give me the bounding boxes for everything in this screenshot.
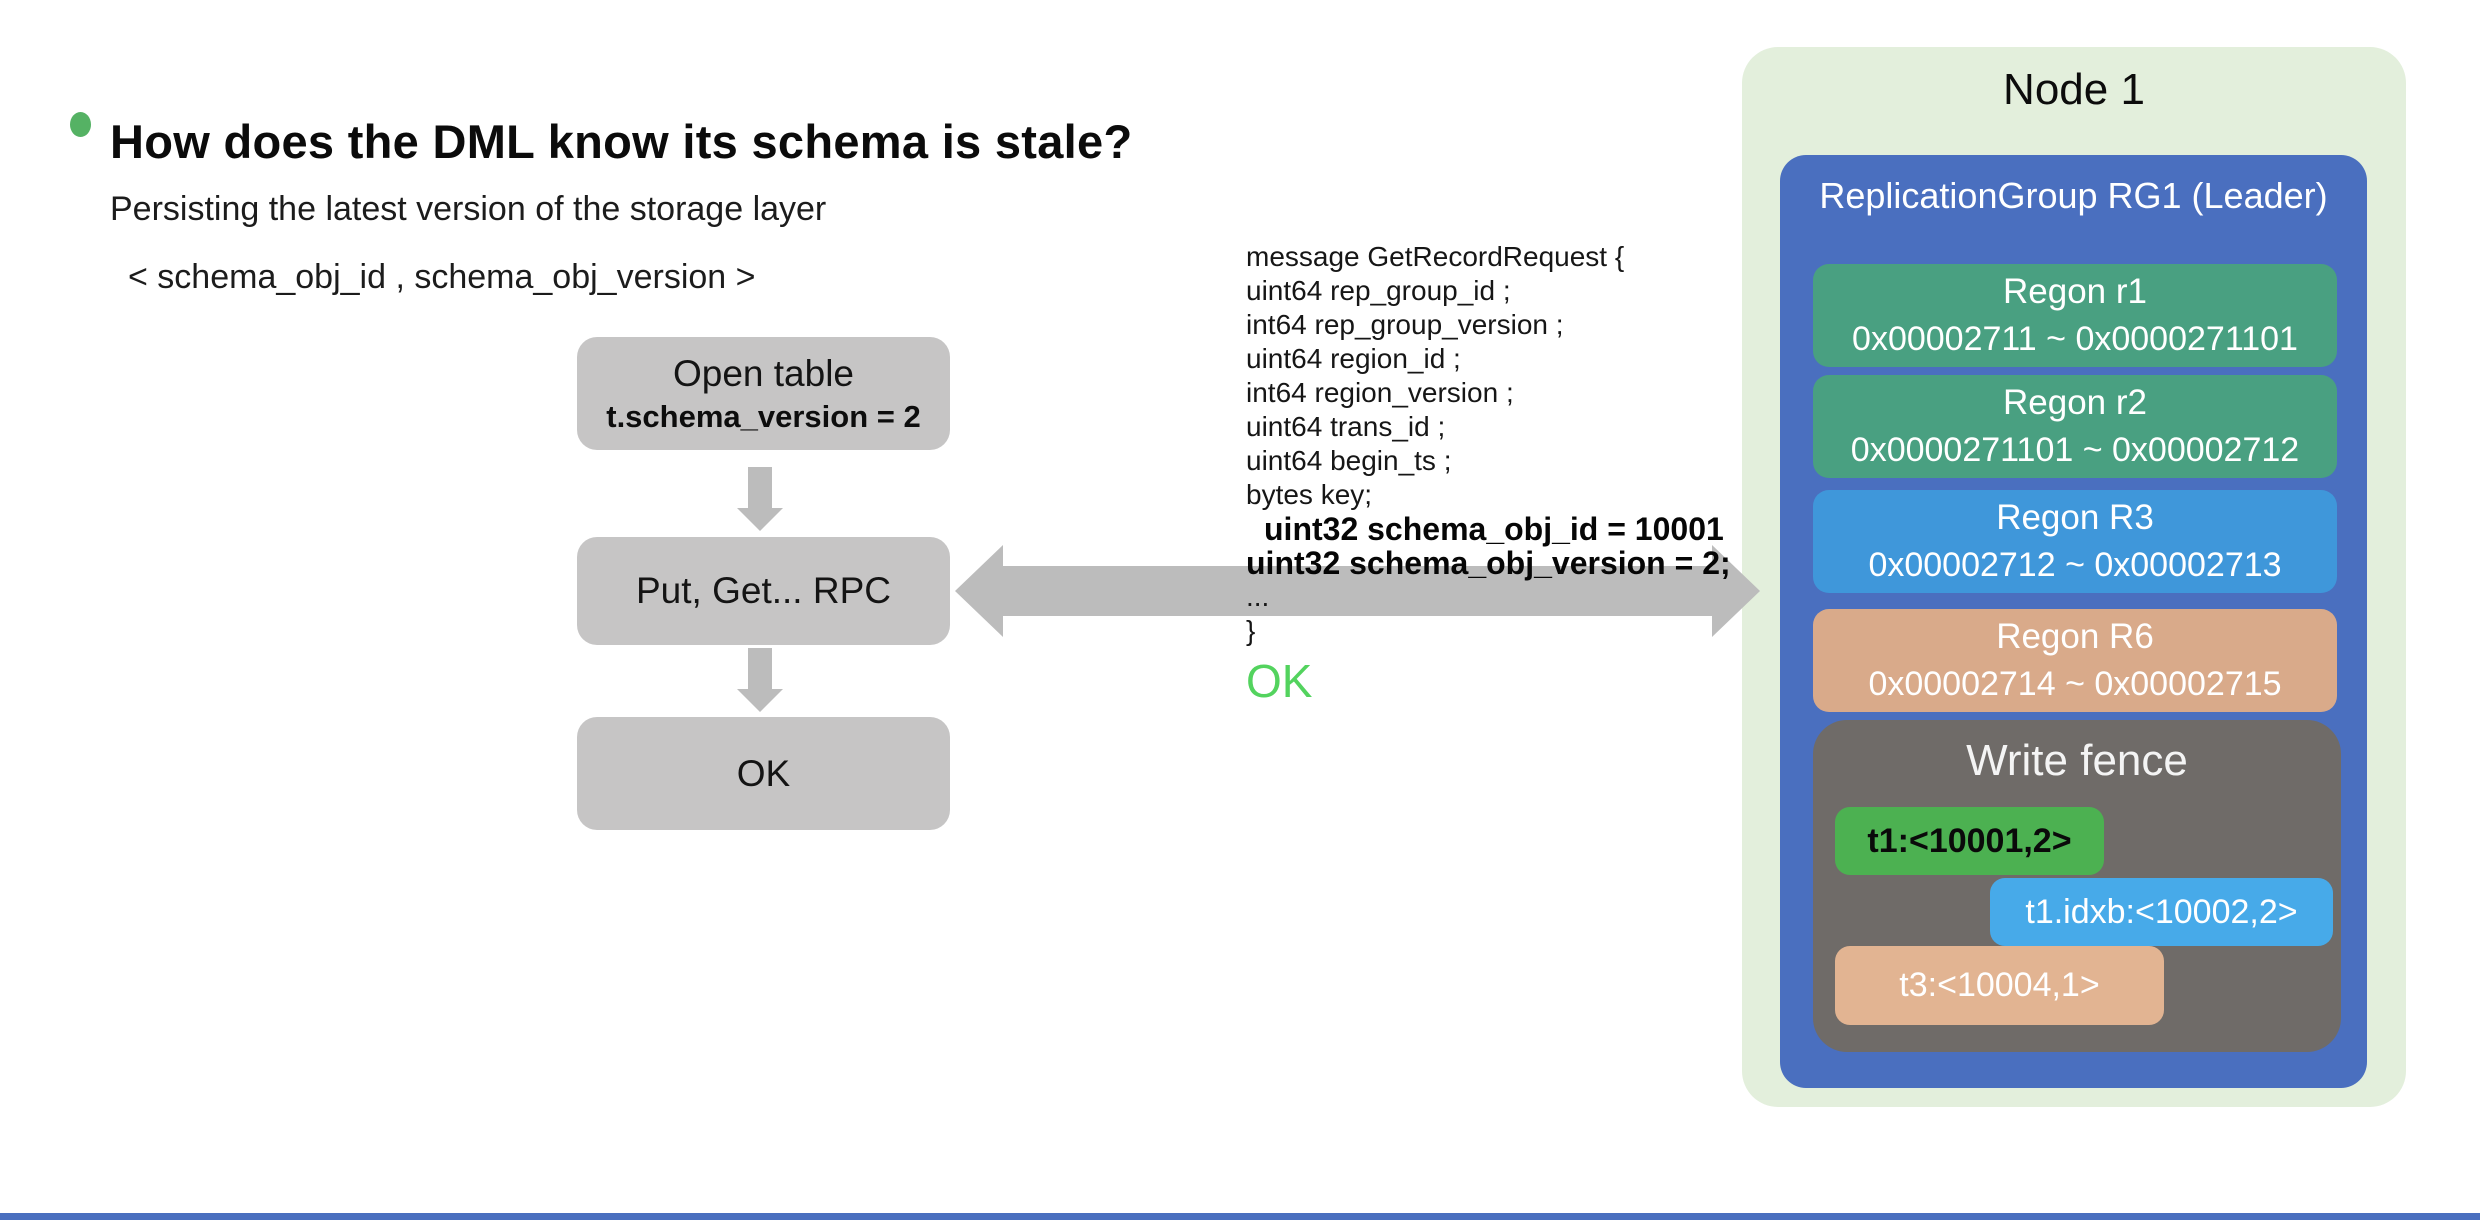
region-name: Regon R6 [1996, 617, 2154, 656]
code-line: uint64 region_id ; [1246, 343, 1461, 374]
region-range: 0x00002714 ~ 0x00002715 [1868, 665, 2282, 703]
double-arrow-icon [955, 545, 1760, 637]
page-title: How does the DML know its schema is stal… [110, 115, 1133, 168]
region-name: Regon r1 [2003, 272, 2147, 311]
code-line: } [1246, 615, 1256, 646]
bullet-icon [70, 112, 91, 137]
region-r6-box: Regon R6 0x00002714 ~ 0x00002715 [1813, 609, 2337, 712]
code-line: ... [1246, 581, 1270, 612]
replication-group-panel: ReplicationGroup RG1 (Leader) Regon r1 0… [1780, 155, 2367, 1088]
down-arrow-icon [737, 467, 783, 531]
flow-box-open-table: Open table t.schema_version = 2 [577, 337, 950, 450]
code-line-schema-obj-version: uint32 schema_obj_version = 2; [1246, 545, 1731, 581]
region-name: Regon r2 [2003, 383, 2147, 422]
region-range: 0x00002712 ~ 0x00002713 [1868, 546, 2282, 584]
code-line: message GetRecordRequest { [1246, 241, 1625, 272]
down-arrow-icon [737, 648, 783, 712]
flow-box-ok: OK [577, 717, 950, 830]
flow-box-rpc: Put, Get... RPC [577, 537, 950, 645]
node-panel: Node 1 ReplicationGroup RG1 (Leader) Reg… [1742, 47, 2406, 1107]
code-line: uint64 rep_group_id ; [1246, 275, 1511, 306]
write-fence-title: Write fence [1966, 736, 2188, 785]
region-range: 0x0000271101 ~ 0x00002712 [1850, 431, 2300, 469]
code-line: bytes key; [1246, 479, 1373, 510]
region-name: Regon R3 [1996, 498, 2154, 537]
code-line: int64 rep_group_version ; [1246, 309, 1564, 340]
node-title: Node 1 [2003, 65, 2145, 114]
code-block: message GetRecordRequest { uint64 rep_gr… [1246, 240, 1731, 708]
fence-entry-t3: t3:<10004,1> [1835, 946, 2164, 1025]
region-r2-box: Regon r2 0x0000271101 ~ 0x00002712 [1813, 375, 2337, 478]
rpc-label: Put, Get... RPC [636, 570, 891, 611]
ok-label: OK [736, 752, 791, 794]
replication-group-title: ReplicationGroup RG1 (Leader) [1819, 175, 2328, 216]
rpc-result-ok: OK [1246, 655, 1313, 707]
code-line-schema-obj-id: uint32 schema_obj_id = 10001 [1264, 511, 1724, 547]
fence-entry-t1-idxb: t1.idxb:<10002,2> [1990, 878, 2333, 946]
open-table-schema-version: t.schema_version = 2 [606, 398, 921, 434]
bottom-edge-bar [0, 1213, 2480, 1220]
code-line: uint64 trans_id ; [1246, 411, 1446, 442]
subtitle-text: Persisting the latest version of the sto… [110, 190, 827, 228]
open-table-label: Open table [672, 352, 855, 394]
write-fence-panel: Write fence t1:<10001,2> t1.idxb:<10002,… [1813, 720, 2341, 1052]
code-line: int64 region_version ; [1246, 377, 1514, 408]
region-r3-box: Regon R3 0x00002712 ~ 0x00002713 [1813, 490, 2337, 593]
fence-entry-t1: t1:<10001,2> [1835, 807, 2104, 875]
code-line: uint64 begin_ts ; [1246, 445, 1452, 476]
region-range: 0x00002711 ~ 0x0000271101 [1852, 320, 2298, 358]
region-r1-box: Regon r1 0x00002711 ~ 0x0000271101 [1813, 264, 2337, 367]
schema-pair-text: < schema_obj_id , schema_obj_version > [128, 258, 756, 296]
